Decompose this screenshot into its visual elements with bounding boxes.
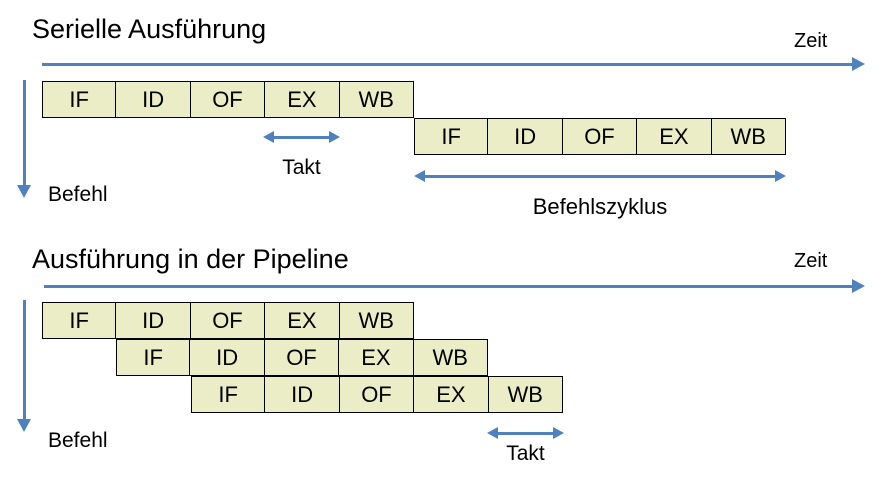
arrow-bar	[496, 432, 555, 435]
instruction-cycle-label: Befehlszyklus	[532, 194, 668, 219]
instruction-axis-arrow	[17, 300, 31, 432]
pipeline-stage-cell: EX	[265, 302, 340, 339]
pipeline-stage-cell: OF	[190, 81, 266, 118]
arrow-head-icon	[487, 427, 498, 439]
pipeline-stage-cell: EX	[414, 376, 489, 413]
clock-cycle-label: Takt	[282, 156, 321, 179]
arrow-bar	[22, 80, 26, 187]
arrow-head-icon	[852, 279, 865, 293]
arrow-head-icon	[852, 57, 865, 71]
arrow-head-icon	[17, 419, 31, 432]
time-axis-arrow	[42, 57, 865, 71]
arrow-head-icon	[553, 427, 564, 439]
pipeline-stage-cell: IF	[42, 81, 117, 118]
section-title: Ausführung in der Pipeline	[32, 244, 349, 274]
time-axis-arrow	[44, 279, 865, 293]
instruction-axis-arrow	[17, 80, 31, 198]
clock-cycle-label: Takt	[506, 442, 545, 465]
pipeline-stage-cell: IF	[414, 118, 489, 155]
pipeline-stage-cell: WB	[339, 81, 414, 118]
pipeline-stage-cell: EX	[339, 339, 414, 376]
arrow-bar	[423, 175, 777, 178]
pipeline-stage-cell: WB	[711, 118, 786, 155]
pipeline-stage-cell: EX	[637, 118, 712, 155]
pipeline-stage-cell: IF	[116, 339, 191, 376]
pipeline-stage-cell: ID	[488, 118, 563, 155]
arrow-bar	[272, 136, 331, 139]
pipeline-execution-section: Ausführung in der Pipeline Zeit Befehl I…	[0, 240, 887, 483]
pipeline-stage-cell: IF	[191, 376, 266, 413]
pipeline-stage-cell: ID	[116, 302, 191, 339]
pipeline-stage-cell: WB	[488, 376, 563, 413]
arrow-bar	[44, 284, 854, 288]
pipeline-stage-cell: ID	[265, 376, 340, 413]
arrow-bar	[22, 300, 26, 421]
clock-cycle-arrow	[487, 427, 564, 440]
pipeline-stage-cell: OF	[264, 339, 340, 376]
pipeline-stage-cell: WB	[339, 302, 414, 339]
instruction-axis-label: Befehl	[48, 183, 108, 206]
pipeline-stage-cell: ID	[190, 339, 265, 376]
pipeline-stage-cell: WB	[413, 339, 488, 376]
pipeline-stage-cell: IF	[42, 302, 117, 339]
arrow-bar	[42, 62, 854, 66]
arrow-head-icon	[414, 170, 425, 182]
arrow-head-icon	[329, 131, 340, 143]
pipeline-stage-cell: OF	[190, 302, 266, 339]
section-title: Serielle Ausführung	[32, 14, 267, 44]
time-axis-label: Zeit	[794, 250, 828, 272]
instruction-cycle-arrow	[414, 170, 786, 183]
arrow-head-icon	[263, 131, 274, 143]
clock-cycle-arrow	[263, 131, 340, 144]
pipeline-stage-cell: ID	[116, 81, 191, 118]
pipeline-stage-cell: EX	[265, 81, 340, 118]
instruction-axis-label: Befehl	[48, 429, 108, 452]
time-axis-label: Zeit	[794, 30, 828, 52]
arrow-head-icon	[775, 170, 786, 182]
pipeline-stage-cell: OF	[562, 118, 638, 155]
arrow-head-icon	[17, 185, 31, 198]
pipeline-stage-cell: OF	[339, 376, 415, 413]
